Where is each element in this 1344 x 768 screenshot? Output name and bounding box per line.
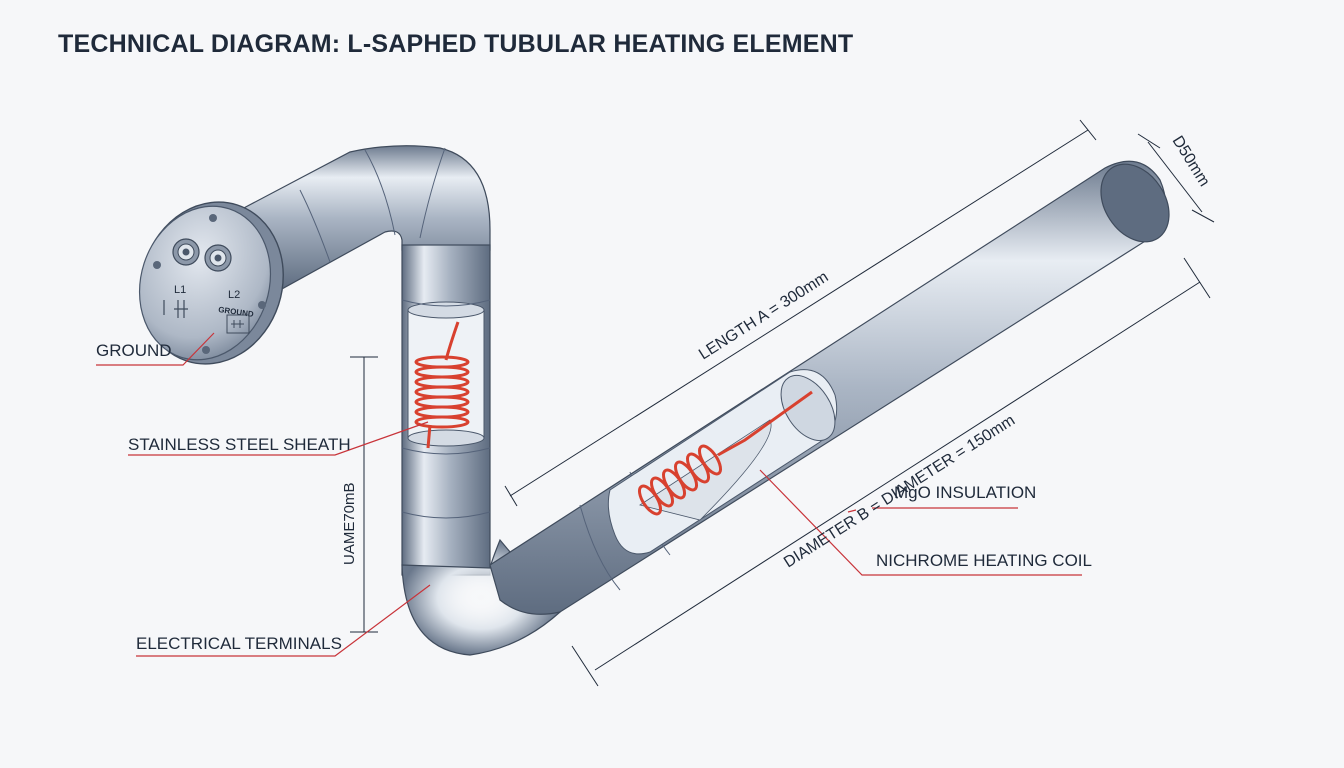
vertical-dimension: UAME70mB [341,482,358,565]
flange-bolt [153,261,161,269]
diagonal-tube [401,160,1170,656]
flange-label-l2: L2 [228,289,240,301]
electrical-terminals-label: ELECTRICAL TERMINALS [136,634,342,653]
upper-heating-coil [414,321,470,449]
stainless-steel-sheath-label: STAINLESS STEEL SHEATH [128,435,351,454]
terminal-stud-l1 [172,238,200,266]
flange-label-l1: L1 [174,284,186,296]
vertical-tube [401,244,491,576]
dimension-lines [350,119,1215,687]
mgo-insulation-label: MgO INSULATION [894,483,1036,502]
end-diameter-dimension: D50mm [1169,133,1213,190]
ground-label: GROUND [96,341,172,360]
flange-bolt [209,214,217,222]
flange-bolt [202,346,210,354]
diagram-title: TECHNICAL DIAGRAM: L-SAPHED TUBULAR HEAT… [58,30,854,58]
ground-symbol-icon [226,314,250,334]
nichrome-heating-coil-label: NICHROME HEATING COIL [876,551,1092,570]
length-a-dimension: LENGTH A = 300mm [696,269,832,364]
top-tube [239,145,491,291]
tube-end-cap [1100,163,1170,243]
terminal-stud-l2 [204,244,232,272]
flange-bolt [258,301,266,309]
terminal-symbol-icon [174,300,188,318]
leader-lines [96,332,1082,657]
nichrome-heating-coil [637,390,813,516]
